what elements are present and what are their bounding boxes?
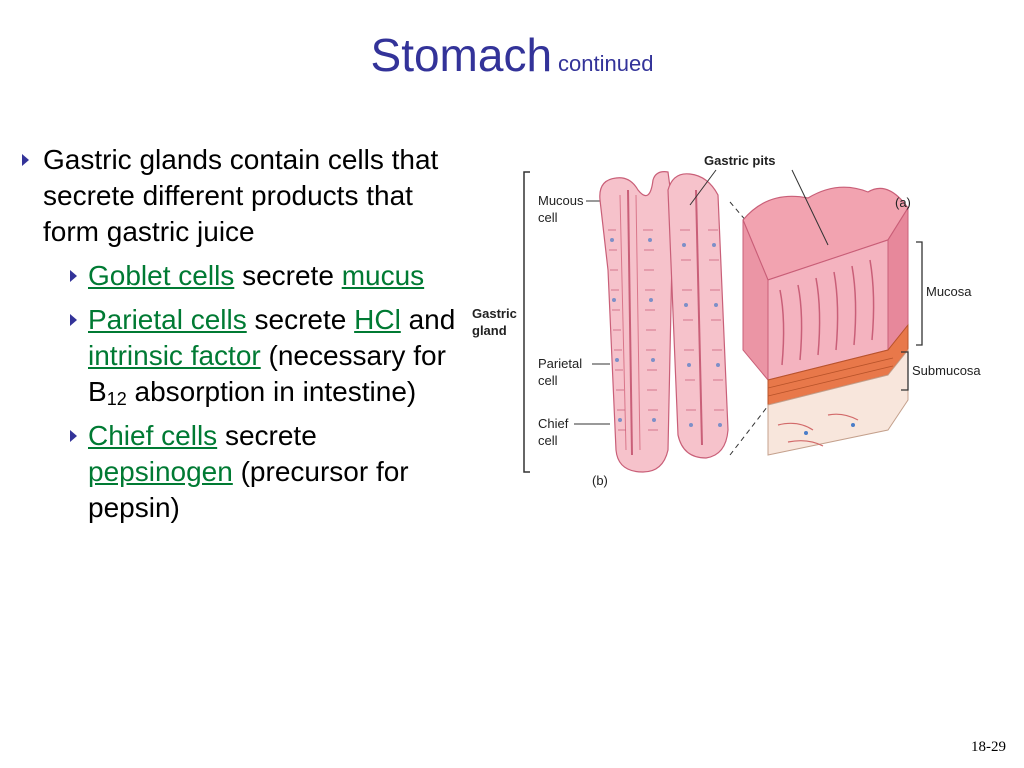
label-b: (b) (592, 473, 608, 488)
link-hcl[interactable]: HCl (354, 304, 401, 335)
sub-bullet-text: (precursor for pepsin) (88, 456, 409, 523)
label-parietal-cell-1: Parietal (538, 356, 582, 371)
link-chief-cells[interactable]: Chief cells (88, 420, 218, 451)
link-parietal-cells[interactable]: Parietal cells (88, 304, 247, 335)
bullet-arrow-icon (70, 314, 77, 326)
gastric-gland-tube (599, 171, 674, 473)
label-parietal-cell-2: cell (538, 373, 558, 388)
gastric-gland-tube (667, 173, 729, 459)
bullet-list: Gastric glands contain cells that secret… (18, 142, 468, 526)
leader-line (689, 169, 717, 206)
sub-bullet-text: (necessary for B (88, 340, 446, 407)
sub-bullet-chief: Chief cells secrete pepsinogen (precurso… (18, 418, 468, 526)
label-a: (a) (895, 195, 911, 210)
sub-bullet-text: secrete (234, 260, 342, 291)
bullet-text: Gastric glands contain cells that secret… (43, 144, 439, 247)
gland-bracket (523, 171, 530, 473)
sub-bullet-text: secrete (246, 304, 355, 335)
title-main: Stomach (370, 29, 553, 81)
link-goblet-cells[interactable]: Goblet cells (88, 260, 235, 291)
bullet-arrow-icon (70, 430, 77, 442)
mucosa-bracket (916, 241, 923, 346)
label-gastric-gland-2: gland (472, 323, 507, 338)
sub-bullet-text: absorption in intestine) (126, 376, 417, 407)
label-mucous-cell-1: Mucous (538, 193, 584, 208)
submucosa-bracket (901, 351, 909, 391)
link-mucus[interactable]: mucus (341, 260, 425, 291)
slide-number: 18-29 (971, 739, 1006, 755)
subscript-12: 12 (106, 389, 127, 409)
link-intrinsic-factor[interactable]: intrinsic factor (88, 340, 261, 371)
sub-bullet-text: and (400, 304, 456, 335)
leader-line (791, 169, 829, 246)
mucosa-block (742, 186, 909, 456)
bullet-arrow-icon (70, 270, 77, 282)
label-gastric-gland-1: Gastric (472, 306, 517, 321)
sub-bullet-goblet: Goblet cells secrete mucus (18, 258, 468, 294)
label-gastric-pits: Gastric pits (704, 153, 776, 168)
gastric-gland-illustration: Gastric gland Mucous cell Parietal cell … (472, 153, 981, 488)
label-chief-cell-2: cell (538, 433, 558, 448)
bullet-gastric-glands: Gastric glands contain cells that secret… (18, 142, 468, 250)
label-submucosa: Submucosa (912, 363, 981, 378)
sub-bullet-parietal: Parietal cells secrete HCl and intrinsic… (18, 302, 468, 410)
label-chief-cell-1: Chief (538, 416, 569, 431)
label-mucous-cell-2: cell (538, 210, 558, 225)
title-sub: continued (558, 51, 654, 76)
link-pepsinogen[interactable]: pepsinogen (88, 456, 233, 487)
label-mucosa: Mucosa (926, 284, 972, 299)
sub-bullet-text: secrete (217, 420, 317, 451)
bullet-arrow-icon (22, 154, 29, 166)
cell-nuclei (610, 238, 722, 427)
